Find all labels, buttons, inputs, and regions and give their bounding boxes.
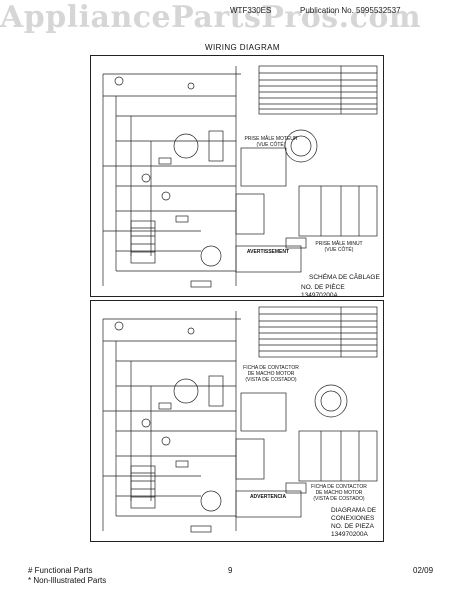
motor-plug-label: FICHA DE CONTACTOR DE MACHO MOTOR (VISTA… [243,365,299,383]
motor-plug-label: PRISE MÂLE MOTEUR (VUE CÔTÉ) [244,136,298,148]
schematic-drawing-bottom [102,306,378,533]
timer-plug-label: PRISE MÂLE MINUT (VUE CÔTÉ) [315,241,363,253]
page-number: 9 [228,566,233,575]
publication-number: Publication No. 5995532537 [300,6,401,15]
publication-date: 02/09 [413,566,434,575]
timer-plug-label: FICHA DE CONTACTOR DE MACHO MOTOR (VISTA… [311,484,367,502]
schema-part-number: NO. DE PIÈCE 134970200A [301,284,345,299]
schematic-drawing-top [102,65,378,288]
watermark-logo: AppliancePartsPros.com [0,0,422,35]
footer-notes: # Functional Parts * Non-Illustrated Par… [28,566,106,586]
footer-note-functional: # Functional Parts [28,566,93,575]
wiring-diagram-spanish: FICHA DE CONTACTOR DE MACHO MOTOR (VISTA… [90,300,384,542]
footer-note-non-illustrated: * Non-Illustrated Parts [28,576,107,585]
schema-title: DIAGRAMA DE CONEXIONES [331,507,377,522]
schema-part-number: NO. DE PIEZA 134970200A [331,523,374,538]
warning-label: ADVERTENCIA [249,494,287,500]
page-title: WIRING DIAGRAM [205,43,280,52]
schema-title: SCHÉMA DE CÂBLAGE [309,274,380,281]
warning-label: AVERTISSEMENT [246,249,290,255]
wiring-diagram-french: PRISE MÂLE MOTEUR (VUE CÔTÉ) PRISE MÂLE … [90,55,384,299]
model-number: WTF330ES [230,6,272,15]
